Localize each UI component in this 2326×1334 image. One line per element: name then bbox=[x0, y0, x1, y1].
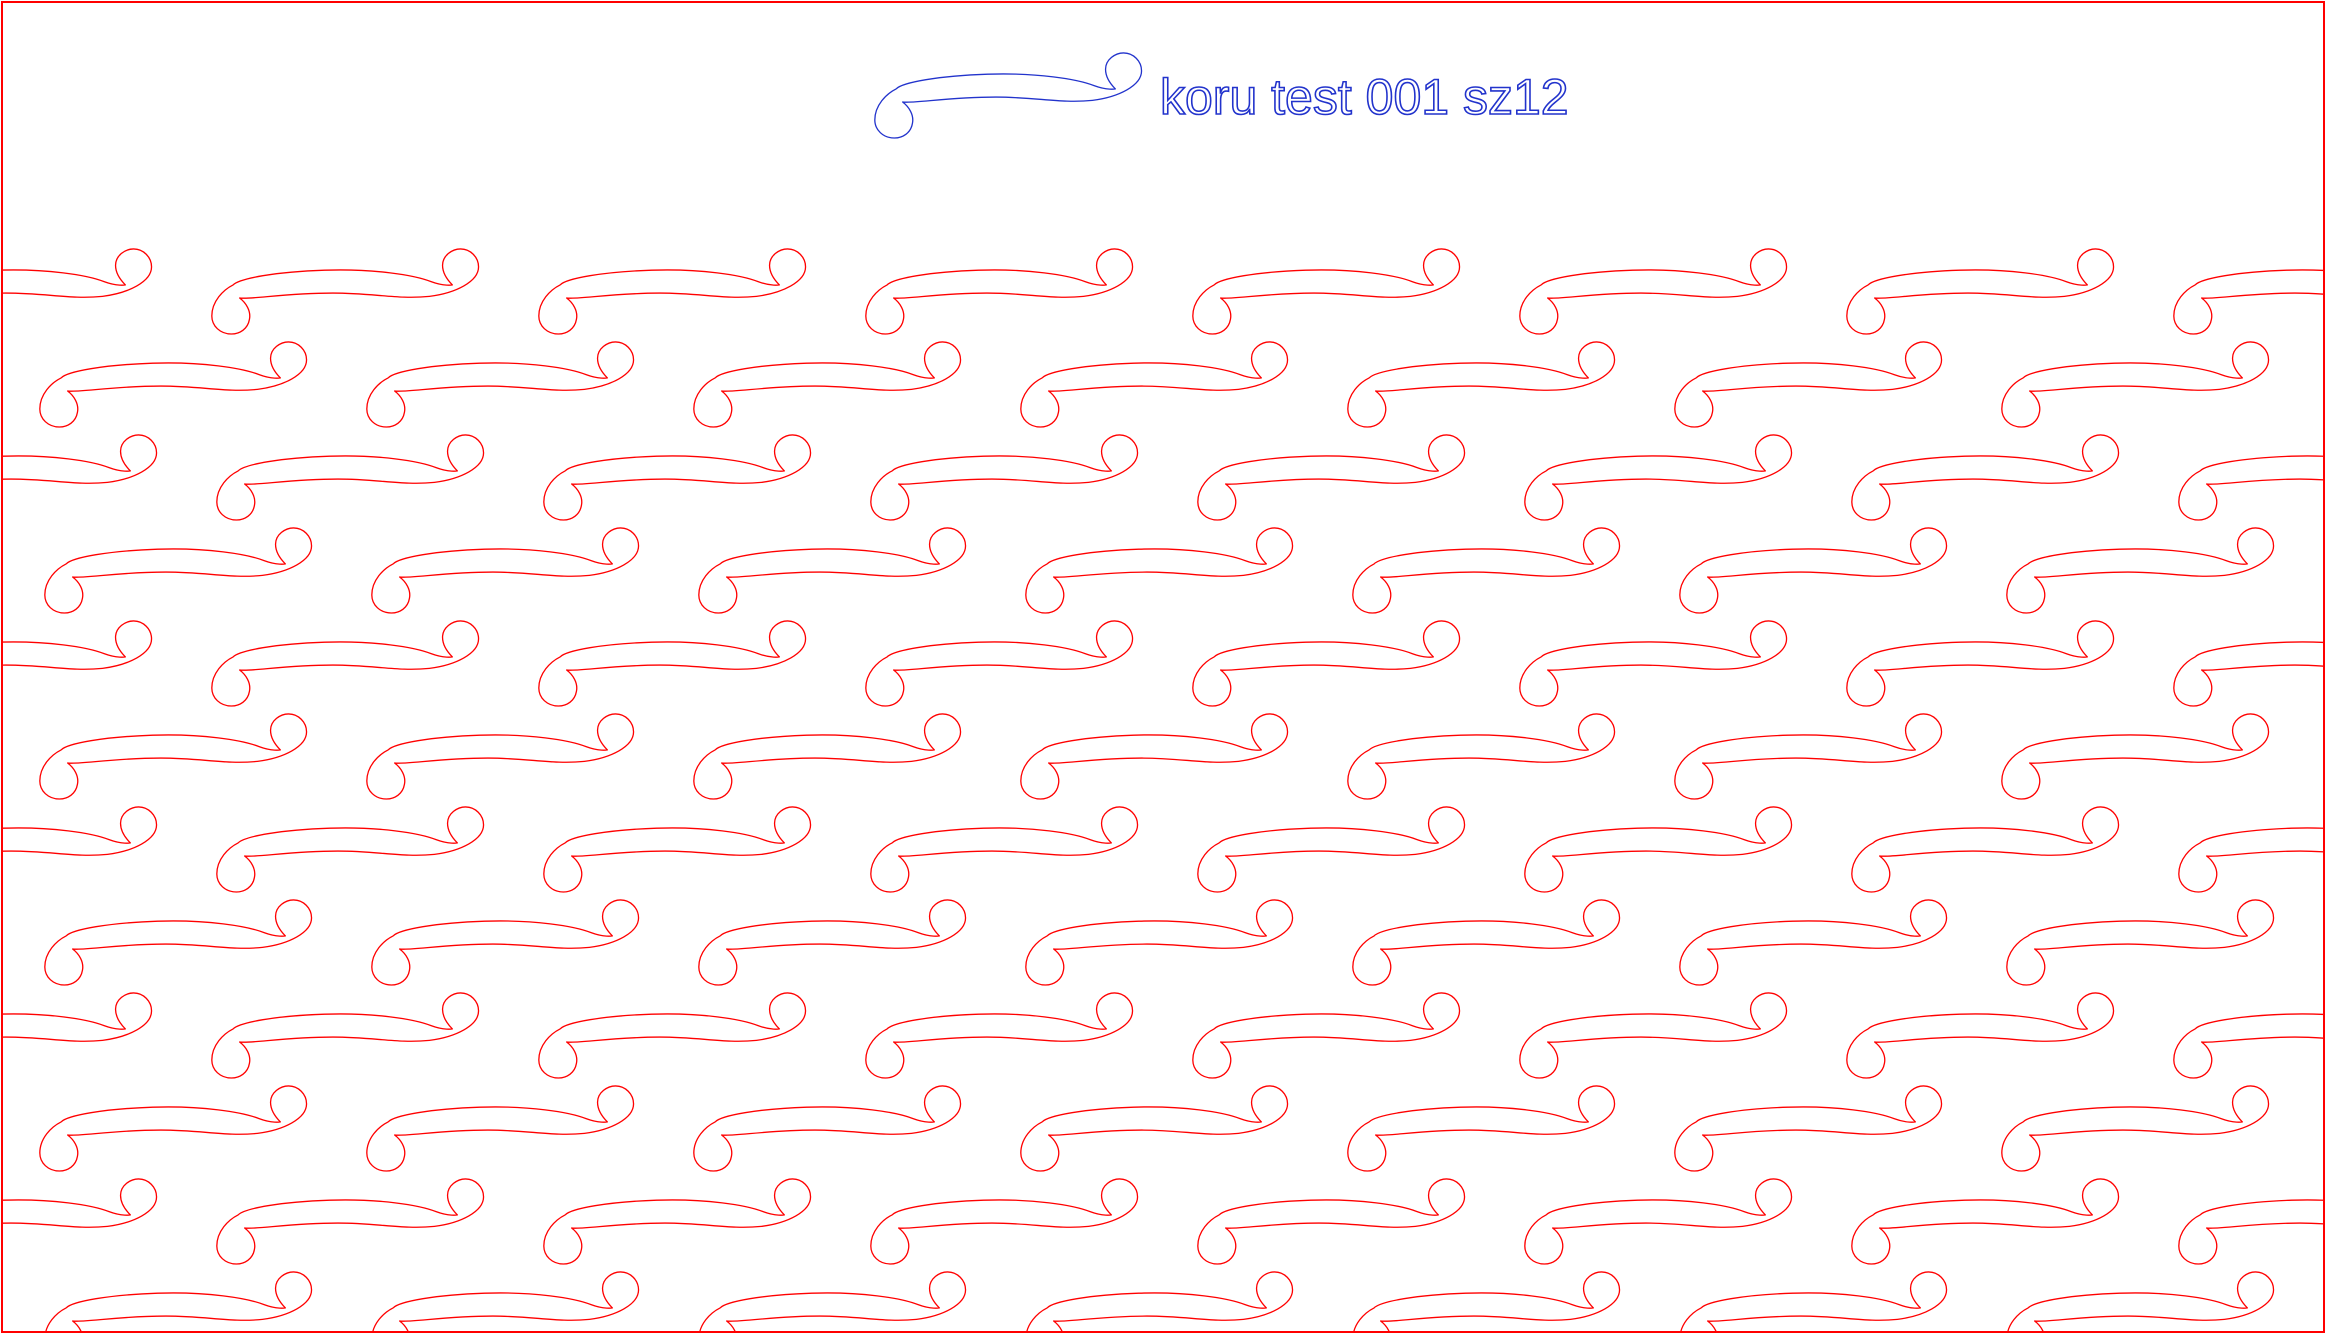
koru-scroll-icon bbox=[693, 1085, 962, 1172]
koru-scroll-icon bbox=[538, 620, 807, 707]
koru-scroll-icon bbox=[1197, 1178, 1466, 1265]
koru-scroll-icon bbox=[211, 248, 480, 335]
koru-scroll-icon bbox=[1519, 248, 1788, 335]
koru-scroll-icon bbox=[1674, 1085, 1943, 1172]
koru-scroll-icon bbox=[2006, 527, 2275, 614]
koru-scroll-icon bbox=[211, 992, 480, 1079]
koru-scroll-icon bbox=[1347, 341, 1616, 428]
koru-scroll-icon bbox=[543, 806, 812, 893]
koru-scroll-icon bbox=[1846, 620, 2115, 707]
koru-scroll-icon bbox=[1025, 1271, 1294, 1332]
koru-scroll-icon bbox=[2, 806, 158, 893]
koru-scroll-icon bbox=[698, 527, 967, 614]
koru-scroll-icon bbox=[1524, 806, 1793, 893]
koru-scroll-icon bbox=[1352, 527, 1621, 614]
koru-pattern-grid bbox=[2, 248, 2324, 1332]
koru-scroll-icon bbox=[698, 899, 967, 986]
koru-scroll-icon bbox=[543, 1178, 812, 1265]
koru-scroll-icon bbox=[2, 620, 153, 707]
koru-scroll-icon bbox=[216, 1178, 485, 1265]
koru-scroll-icon bbox=[1197, 434, 1466, 521]
koru-scroll-icon bbox=[1679, 527, 1948, 614]
koru-scroll-icon bbox=[44, 1271, 313, 1332]
koru-scroll-icon bbox=[1524, 1178, 1793, 1265]
koru-scroll-icon bbox=[1347, 1085, 1616, 1172]
koru-scroll-icon bbox=[870, 806, 1139, 893]
koru-scroll-icon bbox=[2, 1178, 158, 1265]
koru-scroll-icon bbox=[1020, 1085, 1289, 1172]
koru-scroll-icon bbox=[2006, 899, 2275, 986]
koru-scroll-icon bbox=[538, 992, 807, 1079]
koru-scroll-icon bbox=[2001, 713, 2270, 800]
title-block: koru test 001 sz12 bbox=[874, 52, 1569, 139]
koru-scroll-icon bbox=[371, 1271, 640, 1332]
koru-scroll-icon bbox=[1192, 248, 1461, 335]
koru-scroll-icon bbox=[543, 434, 812, 521]
koru-scroll-icon bbox=[2173, 620, 2324, 707]
koru-scroll-icon bbox=[366, 713, 635, 800]
koru-scroll-icon bbox=[211, 620, 480, 707]
koru-scroll-icon bbox=[371, 899, 640, 986]
koru-scroll-icon bbox=[2001, 1085, 2270, 1172]
koru-scroll-icon bbox=[366, 1085, 635, 1172]
koru-scroll-icon bbox=[1679, 1271, 1948, 1332]
koru-scroll-icon bbox=[1846, 992, 2115, 1079]
koru-scroll-icon bbox=[538, 248, 807, 335]
koru-scroll-icon bbox=[1347, 713, 1616, 800]
koru-scroll-icon bbox=[44, 527, 313, 614]
koru-scroll-icon bbox=[1524, 434, 1793, 521]
koru-scroll-icon bbox=[1025, 527, 1294, 614]
koru-scroll-icon bbox=[1020, 341, 1289, 428]
koru-scroll-icon bbox=[2178, 806, 2324, 893]
koru-scroll-icon bbox=[1674, 341, 1943, 428]
koru-scroll-icon bbox=[2006, 1271, 2275, 1332]
koru-scroll-icon bbox=[39, 1085, 308, 1172]
koru-scroll-icon bbox=[2178, 1178, 2324, 1265]
koru-scroll-icon bbox=[1197, 806, 1466, 893]
koru-scroll-icon bbox=[1519, 620, 1788, 707]
koru-scroll-icon bbox=[2001, 341, 2270, 428]
koru-scroll-icon bbox=[865, 620, 1134, 707]
koru-scroll-icon bbox=[39, 713, 308, 800]
koru-scroll-icon bbox=[1851, 806, 2120, 893]
koru-scroll-icon bbox=[1851, 434, 2120, 521]
koru-scroll-icon bbox=[2, 248, 153, 335]
koru-scroll-icon bbox=[366, 341, 635, 428]
koru-scroll-icon bbox=[865, 992, 1134, 1079]
koru-scroll-icon bbox=[693, 713, 962, 800]
koru-scroll-icon bbox=[2178, 434, 2324, 521]
koru-scroll-icon bbox=[371, 527, 640, 614]
koru-scroll-icon bbox=[1192, 620, 1461, 707]
koru-scroll-icon bbox=[216, 806, 485, 893]
koru-scroll-icon bbox=[1352, 899, 1621, 986]
koru-scroll-icon bbox=[1192, 992, 1461, 1079]
koru-scroll-icon bbox=[1519, 992, 1788, 1079]
koru-scroll-icon bbox=[865, 248, 1134, 335]
koru-scroll-icon bbox=[874, 52, 1143, 139]
pattern-title: koru test 001 sz12 bbox=[1160, 69, 1569, 125]
koru-scroll-icon bbox=[870, 434, 1139, 521]
koru-scroll-icon bbox=[1025, 899, 1294, 986]
koru-scroll-icon bbox=[44, 899, 313, 986]
koru-scroll-icon bbox=[693, 341, 962, 428]
koru-scroll-icon bbox=[1679, 899, 1948, 986]
koru-scroll-icon bbox=[2, 992, 153, 1079]
koru-scroll-icon bbox=[1851, 1178, 2120, 1265]
koru-scroll-icon bbox=[698, 1271, 967, 1332]
koru-scroll-icon bbox=[870, 1178, 1139, 1265]
koru-scroll-icon bbox=[1020, 713, 1289, 800]
koru-scroll-icon bbox=[1846, 248, 2115, 335]
koru-scroll-icon bbox=[2173, 248, 2324, 335]
koru-scroll-icon bbox=[39, 341, 308, 428]
koru-scroll-icon bbox=[1674, 713, 1943, 800]
koru-scroll-icon bbox=[2, 434, 158, 521]
koru-scroll-icon bbox=[216, 434, 485, 521]
koru-scroll-icon bbox=[1352, 1271, 1621, 1332]
koru-scroll-icon bbox=[2173, 992, 2324, 1079]
